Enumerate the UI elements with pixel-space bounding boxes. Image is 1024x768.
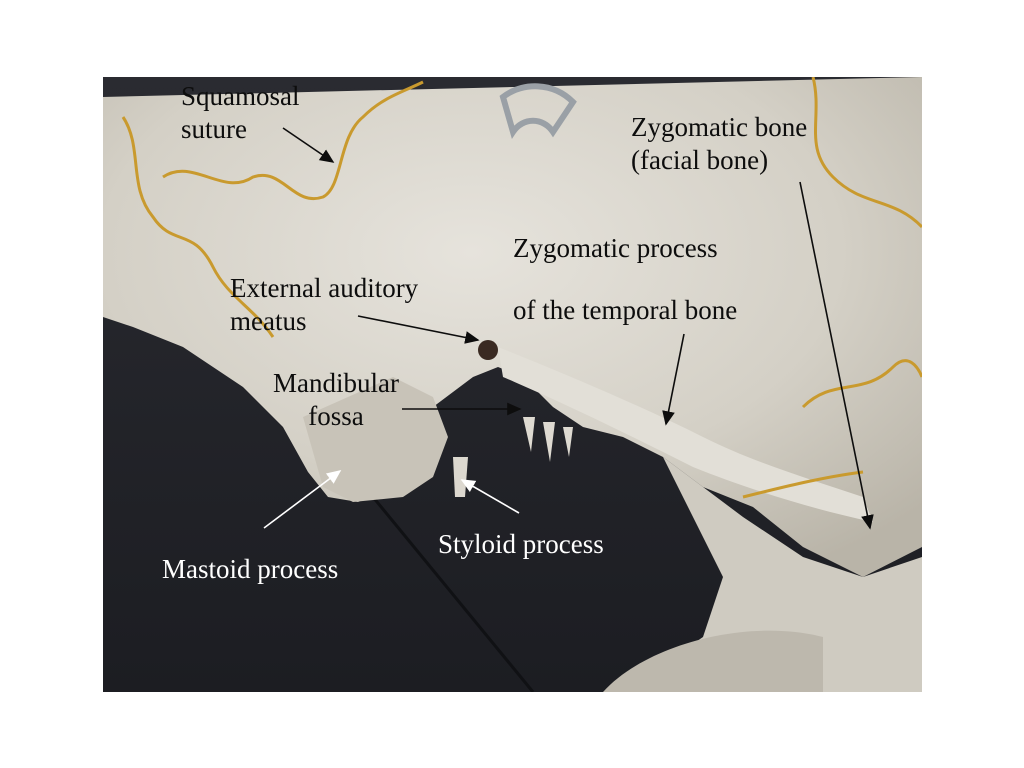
arrow-zygomatic-process — [662, 333, 685, 426]
suture-right-2 — [801, 359, 922, 409]
label-squamosal-suture-line1: Squamosal — [181, 81, 300, 111]
facial-region — [623, 457, 922, 692]
label-zygomatic-bone-line1: Zygomatic bone — [631, 112, 808, 142]
label-zygomatic-process-line1: Zygomatic process — [513, 233, 718, 263]
label-zygomatic-bone: Zygomatic bone (facial bone) — [631, 111, 807, 177]
suture-lower — [742, 470, 864, 499]
skull-illustration — [103, 77, 922, 692]
table-edge — [371, 496, 535, 692]
label-external-auditory-meatus-line1: External auditory — [230, 273, 419, 303]
arrow-squamosal-suture — [282, 127, 335, 163]
spikes — [523, 417, 573, 462]
suture-left — [121, 116, 275, 338]
suture-squamosal — [162, 80, 424, 201]
label-mandibular-fossa-line2: fossa — [308, 401, 364, 431]
label-external-auditory-meatus: External auditory meatus — [230, 272, 418, 338]
label-zygomatic-process-line2: of the temporal bone — [513, 295, 738, 325]
label-squamosal-suture: Squamosal suture — [181, 80, 300, 146]
skull-photo — [103, 77, 922, 692]
suture-right — [811, 77, 922, 229]
ear-hole — [478, 340, 498, 360]
arrow-styloid-process — [460, 479, 520, 514]
zygomatic-arch — [498, 347, 873, 522]
arrow-zygomatic-bone — [799, 181, 874, 530]
label-styloid-process: Styloid process — [438, 529, 604, 559]
label-zygomatic-bone-line2: (facial bone) — [631, 145, 769, 175]
label-mandibular-fossa-line1: Mandibular — [273, 368, 399, 398]
arrow-external-auditory-meatus — [357, 315, 480, 344]
label-mandibular-fossa: Mandibular fossa — [254, 367, 418, 433]
label-external-auditory-meatus-line2: meatus — [230, 306, 307, 336]
label-squamosal-suture-line2: suture — [181, 114, 247, 144]
arrow-mastoid-process — [263, 470, 342, 529]
label-mastoid-process: Mastoid process — [162, 554, 339, 584]
base-disc — [603, 630, 823, 692]
metal-clip — [499, 83, 577, 140]
